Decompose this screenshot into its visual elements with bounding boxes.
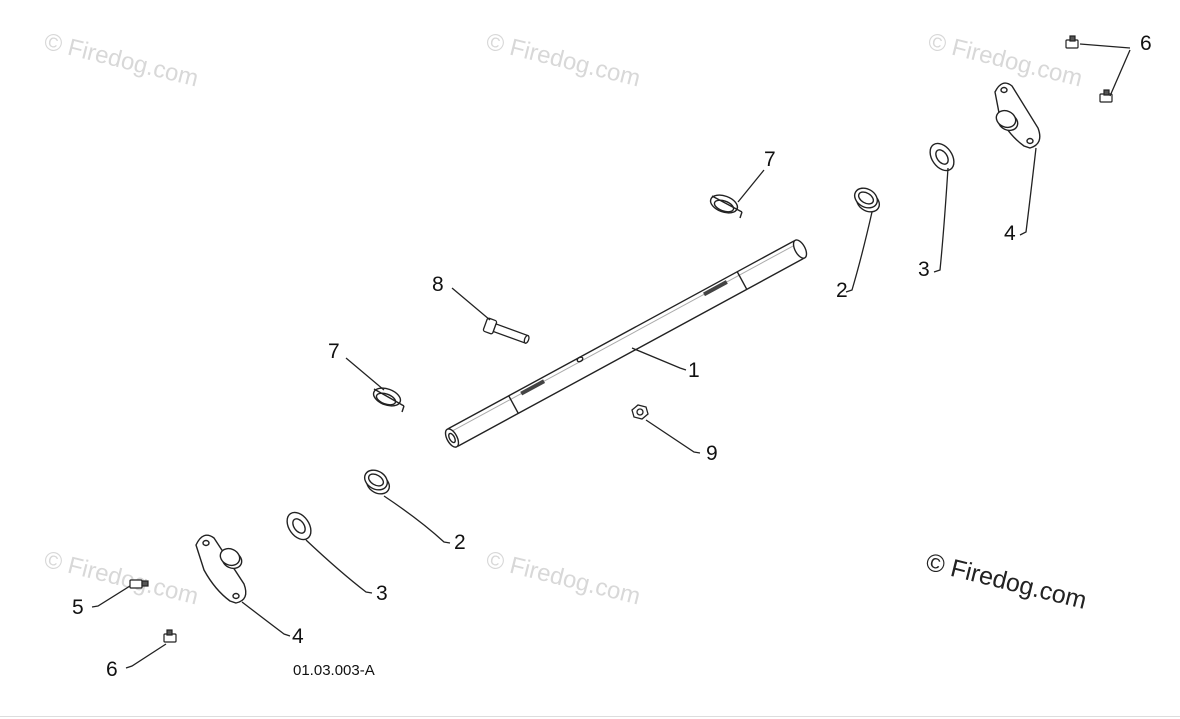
bushing-part-2-left	[363, 469, 391, 495]
lynch-pin-part-7-left	[372, 387, 405, 413]
callout-7-top: 7	[764, 148, 776, 171]
callout-6-bottom: 6	[106, 658, 118, 681]
bottom-divider	[0, 716, 1180, 717]
bolt-part-8	[482, 317, 530, 344]
flange-bearing-part-4-left	[195, 534, 247, 604]
callout-9: 9	[706, 442, 718, 465]
shaft-part-1	[444, 239, 808, 448]
callout-3-right: 3	[918, 258, 930, 281]
flange-bearing-part-4-right	[994, 82, 1041, 149]
nut-part-9	[631, 404, 649, 420]
callout-1: 1	[688, 359, 700, 382]
bolt-part-5	[129, 579, 149, 589]
callout-4-left: 4	[292, 625, 304, 648]
lynch-pin-part-7-top	[709, 194, 743, 219]
callout-3-left: 3	[376, 582, 388, 605]
washer-part-3-right	[929, 142, 955, 172]
bolt-part-6-top	[1065, 35, 1113, 103]
diagram-code: 01.03.003-A	[293, 662, 375, 679]
washer-part-3-left	[286, 511, 312, 541]
callout-2-right: 2	[836, 279, 848, 302]
callout-7-left: 7	[328, 340, 340, 363]
callout-4-right: 4	[1004, 222, 1016, 245]
callout-6-top: 6	[1140, 32, 1152, 55]
callout-5: 5	[72, 596, 84, 619]
bolt-part-6-bottom	[163, 629, 177, 643]
bushing-part-2-right	[853, 187, 881, 213]
callout-2-left: 2	[454, 531, 466, 554]
leader-lines	[91, 43, 1131, 669]
callout-8: 8	[432, 273, 444, 296]
